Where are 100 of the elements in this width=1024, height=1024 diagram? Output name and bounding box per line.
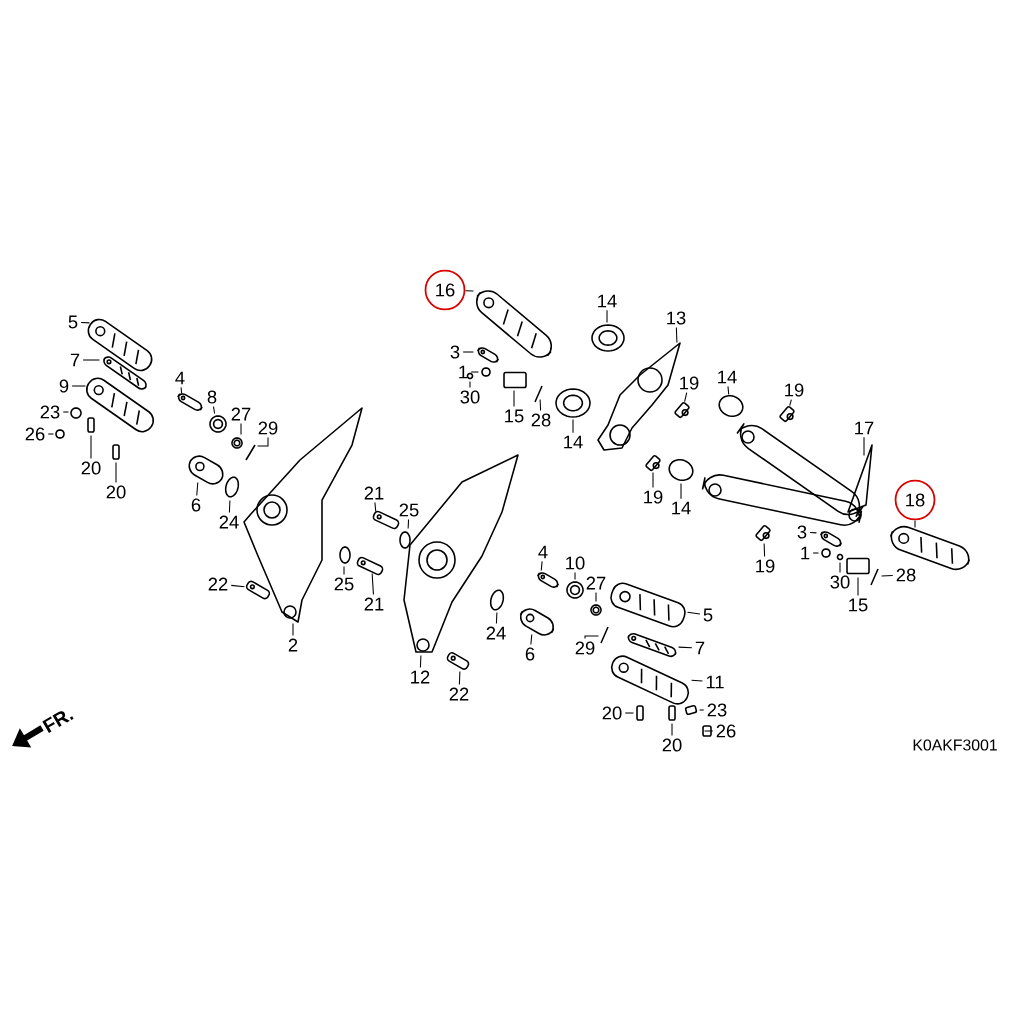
passenger-arm	[701, 423, 873, 526]
leader-line	[678, 646, 693, 649]
callout-number: 25	[334, 577, 354, 591]
leader-line	[606, 309, 608, 323]
footpeg-cover	[87, 318, 153, 372]
footpeg	[475, 290, 553, 358]
leader-line	[228, 500, 231, 514]
rubber-bushing	[718, 395, 744, 417]
callout-number: 19	[785, 383, 804, 397]
leader-line	[343, 566, 345, 575]
callout-number: 14	[598, 294, 617, 308]
pin	[477, 347, 499, 363]
screw	[636, 705, 644, 721]
callout-number: 24	[486, 626, 506, 640]
callout-number: 15	[505, 409, 524, 423]
leader-line	[464, 290, 474, 292]
callout-number: 29	[258, 421, 278, 435]
bolt	[645, 455, 661, 471]
leader-line	[462, 351, 474, 353]
callout-number: 1	[459, 365, 468, 379]
washer	[489, 589, 505, 611]
leader-line	[407, 519, 410, 529]
callout-number: 20	[602, 706, 622, 720]
washer	[399, 531, 411, 549]
callout-number: 4	[175, 371, 185, 385]
washer	[339, 546, 351, 564]
callout-number: 29	[575, 641, 595, 655]
callout-number: 27	[586, 576, 606, 590]
bolt	[372, 510, 400, 530]
leader-line	[530, 634, 533, 645]
leader-line	[652, 472, 654, 488]
pivot	[519, 608, 555, 636]
rubber-bushing	[668, 459, 694, 481]
leader-line	[470, 371, 479, 373]
callout-number: 19	[756, 559, 775, 573]
leader-line	[789, 399, 792, 407]
callout-number: 14	[718, 370, 737, 384]
callout-number: 16	[424, 269, 466, 311]
leader-line	[699, 709, 705, 711]
leader-line	[671, 723, 673, 736]
leader-line	[71, 385, 86, 387]
callout-number: 13	[667, 311, 686, 325]
leader-line	[213, 406, 216, 414]
bolt	[702, 725, 712, 737]
callout-number: 2	[288, 638, 298, 652]
bolt	[245, 580, 271, 600]
callout-number: 25	[399, 503, 419, 517]
cotter-pin	[600, 626, 609, 644]
footpeg-plate	[627, 632, 677, 658]
callout-number: 4	[538, 545, 548, 559]
leader-line	[230, 584, 245, 588]
leader-line	[469, 381, 471, 388]
leader-line	[371, 573, 374, 596]
leader-line	[90, 435, 92, 459]
plate	[846, 557, 870, 575]
bracket	[597, 342, 681, 451]
callout-number: 26	[716, 724, 736, 738]
callout-number: 20	[106, 485, 126, 499]
callout-number: 23	[40, 405, 60, 419]
callout-number: 1	[801, 546, 810, 560]
callout-number: 28	[896, 568, 916, 582]
leader-line	[763, 543, 766, 557]
leader-line	[839, 562, 841, 573]
callout-number: 28	[531, 413, 551, 427]
leader-line	[857, 577, 859, 597]
callout-number: 18	[894, 479, 936, 521]
leader-line	[513, 390, 515, 408]
callout-number: 22	[449, 687, 469, 701]
washer	[231, 437, 243, 449]
leader-line	[180, 386, 183, 394]
leader-line	[539, 399, 542, 411]
callout-number: 5	[703, 608, 713, 622]
callout-number: 26	[25, 427, 45, 441]
leader-line	[574, 572, 576, 580]
callout-number: 21	[364, 486, 384, 500]
callout-number: 21	[364, 597, 384, 611]
callout-number: 6	[525, 647, 535, 661]
callout-number: 7	[695, 641, 705, 655]
leader-line	[863, 436, 865, 456]
callout-number: 3	[450, 345, 460, 359]
leader-line	[572, 419, 574, 434]
callout-number: 3	[797, 525, 807, 539]
leader-line	[881, 574, 894, 577]
leader-line	[47, 433, 54, 435]
leader-line	[240, 422, 242, 435]
leader-line	[680, 483, 682, 500]
rubber-bushing	[555, 388, 591, 418]
callout-number: 17	[855, 421, 874, 435]
callout-number: 14	[672, 501, 691, 515]
pin	[177, 393, 203, 411]
leader-line	[914, 519, 916, 528]
callout-number: 9	[59, 379, 69, 393]
leader-line	[62, 411, 69, 413]
leader-line	[257, 437, 269, 447]
callout-number: 6	[191, 498, 201, 512]
leader-line	[812, 552, 819, 554]
callout-number: 20	[81, 461, 101, 475]
pivot	[188, 455, 224, 485]
callout-number: 30	[460, 390, 480, 404]
leader-line	[624, 712, 634, 714]
